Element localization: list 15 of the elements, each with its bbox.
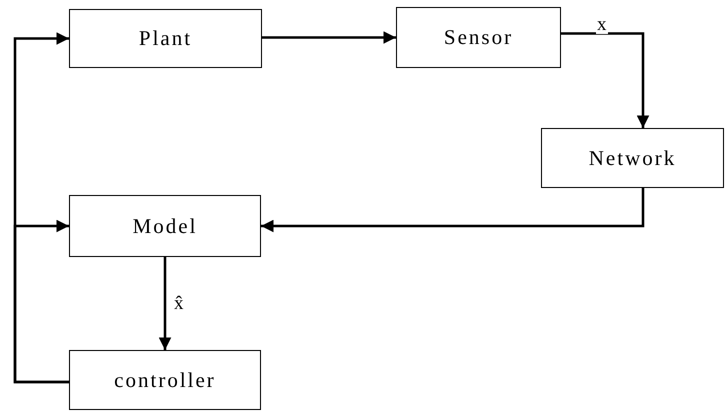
arrow <box>561 32 650 128</box>
box-label: Plant <box>138 26 192 51</box>
process-box <box>541 128 724 188</box>
box-label: Network <box>588 146 676 170</box>
box-label: Model <box>132 214 198 238</box>
arrow <box>261 188 644 232</box>
box-label: Sensor <box>444 25 514 50</box>
process-box <box>69 350 261 410</box>
arrow <box>14 220 69 384</box>
box-label: controller <box>114 368 216 392</box>
arrow <box>158 257 172 350</box>
arrow <box>262 31 396 44</box>
process-box <box>69 195 261 257</box>
process-box <box>396 7 561 68</box>
process-box <box>69 9 262 68</box>
